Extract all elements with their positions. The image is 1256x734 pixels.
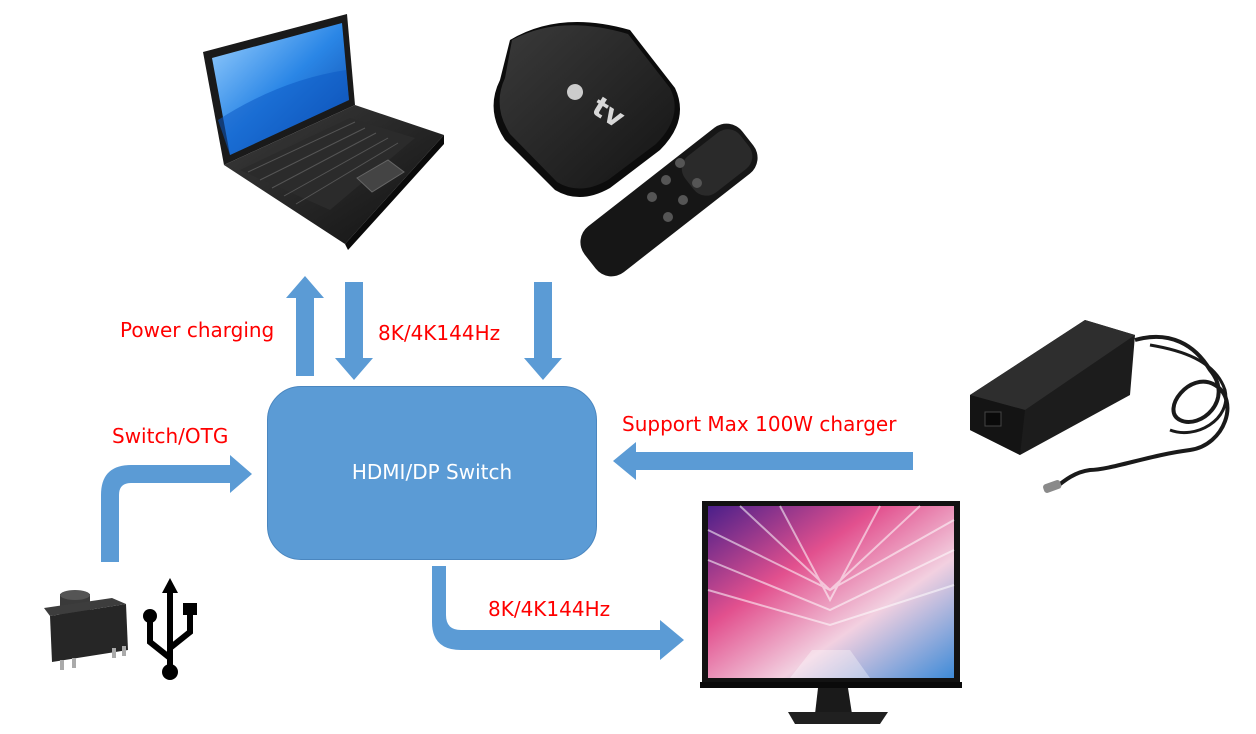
- usb-icon: [143, 578, 197, 680]
- hdmi-dp-switch-box: [267, 386, 597, 560]
- remote-icon: [580, 123, 758, 277]
- switch-otg-label: Switch/OTG: [112, 424, 229, 448]
- arrow-laptop-video: [335, 282, 373, 380]
- push-button-icon: [44, 590, 128, 670]
- power-charging-label: Power charging: [120, 318, 275, 342]
- arrow-appletv-video: [524, 282, 562, 380]
- video-out-label: 8K/4K144Hz: [488, 597, 611, 621]
- apple-tv-icon: tv: [493, 22, 680, 198]
- arrow-charger: [613, 442, 913, 480]
- charger-icon: [970, 320, 1230, 493]
- video-in-label: 8K/4K144Hz: [378, 321, 501, 345]
- monitor-icon: [700, 501, 962, 724]
- laptop-icon: [203, 14, 444, 250]
- arrow-video-out: [432, 566, 684, 660]
- arrow-power-charging: [286, 276, 324, 376]
- arrows: [101, 276, 913, 660]
- switch-box-label: HDMI/DP Switch: [351, 460, 513, 484]
- charger-label: Support Max 100W charger: [622, 412, 897, 436]
- arrow-switch-otg: [101, 455, 252, 562]
